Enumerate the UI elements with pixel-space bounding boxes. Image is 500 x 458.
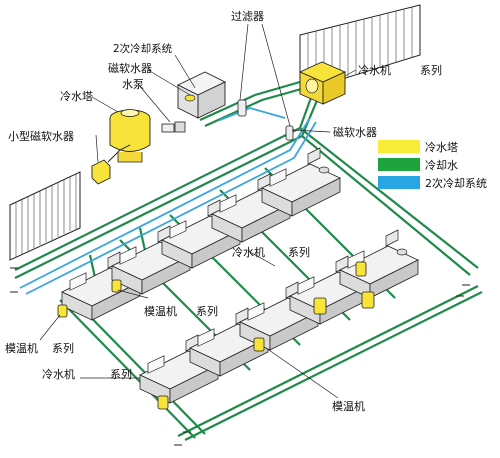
- series-mid2-label: 系列: [196, 304, 218, 318]
- mold-temp-mid-label: 模温机: [144, 304, 177, 318]
- pipe-ends: [10, 267, 470, 446]
- mold-temp-bottom-label: 模温机: [332, 399, 365, 413]
- legend-label-cooling-tower: 冷水塔: [425, 141, 458, 154]
- series-left-label: 系列: [52, 341, 74, 355]
- small-softener-label: 小型磁软水器: [8, 129, 74, 143]
- chiller-bottom-label: 冷水机: [42, 367, 75, 381]
- magnetic-softener-right-label: 磁软水器: [333, 125, 377, 139]
- filter-label: 过滤器: [231, 10, 264, 23]
- water-pump: [161, 121, 186, 133]
- water-pump-label: 水泵: [122, 78, 144, 91]
- secondary-cooling-pipes: [19, 107, 317, 295]
- series-bottom-label: 系列: [110, 367, 132, 381]
- legend-swatch-cooling-tower: [378, 140, 420, 153]
- legend-swatch-secondary-cooling: [378, 176, 420, 189]
- chiller-mid-label: 冷水机: [232, 245, 265, 259]
- chiller-top: [298, 61, 347, 105]
- secondary-cooling-label: 2次冷却系统: [113, 42, 173, 55]
- chiller-top-label: 冷水机: [358, 63, 391, 77]
- series-top-label: 系列: [420, 63, 442, 77]
- series-mid-label: 系列: [288, 245, 310, 259]
- legend-swatch-cooling-water: [378, 158, 420, 171]
- legend-label-cooling-water: 冷却水: [425, 159, 458, 172]
- legend: 冷水塔 冷却水 2次冷却系统: [378, 140, 487, 190]
- building-left: [9, 171, 81, 261]
- leader-lines: [39, 23, 357, 399]
- filter-unit: [237, 99, 294, 141]
- legend-label-secondary-cooling: 2次冷却系统: [425, 176, 487, 190]
- magnetic-softener-top-label: 磁软水器: [108, 61, 152, 75]
- small-magnetic-softener: [91, 144, 131, 185]
- mold-temp-units: [57, 261, 375, 410]
- mold-temp-left-label: 模温机: [5, 341, 38, 355]
- cooling-tower-label: 冷水塔: [60, 90, 93, 103]
- cooling-tower: [109, 109, 151, 163]
- secondary-cooling-tank: [176, 71, 227, 119]
